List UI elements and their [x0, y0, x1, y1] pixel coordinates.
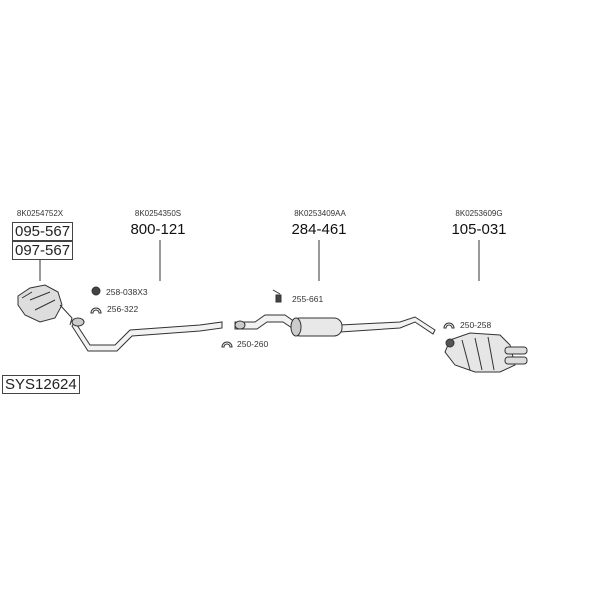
accessory-label[interactable]: 250-260 [237, 339, 269, 349]
part-number-box[interactable]: 095-567 [12, 222, 74, 241]
oem-number: 8K0253409AA [294, 209, 346, 218]
part-number-box[interactable]: 097-567 [12, 241, 74, 260]
system-id: SYS12624 [2, 375, 80, 394]
hanger-icon [272, 289, 282, 303]
clamp-icon [443, 322, 455, 329]
accessory-label[interactable]: 255-661 [292, 294, 324, 304]
oem-number: 8K0254350S [134, 209, 182, 218]
accessory-label[interactable]: 258-038X3 [106, 287, 148, 297]
gasket-icon [90, 307, 102, 314]
accessory-label[interactable]: 256-322 [107, 304, 139, 314]
catalytic-converter-shape [17, 284, 73, 326]
nut-icon [91, 286, 101, 296]
front-pipe-shape [71, 317, 223, 352]
rear-silencer-shape [444, 332, 528, 373]
part-number[interactable]: 105-031 [451, 221, 507, 238]
middle-pipe-shape [234, 314, 436, 337]
oem-number: 8K0254752X [16, 209, 64, 218]
part-number[interactable]: 284-461 [291, 221, 347, 238]
accessory-label[interactable]: 250-258 [460, 320, 492, 330]
part-number[interactable]: 800-121 [130, 221, 186, 238]
clamp-icon [221, 341, 233, 348]
accessory-icons [90, 286, 455, 348]
oem-number: 8K0253609G [455, 209, 503, 218]
leader-lines [39, 240, 480, 281]
